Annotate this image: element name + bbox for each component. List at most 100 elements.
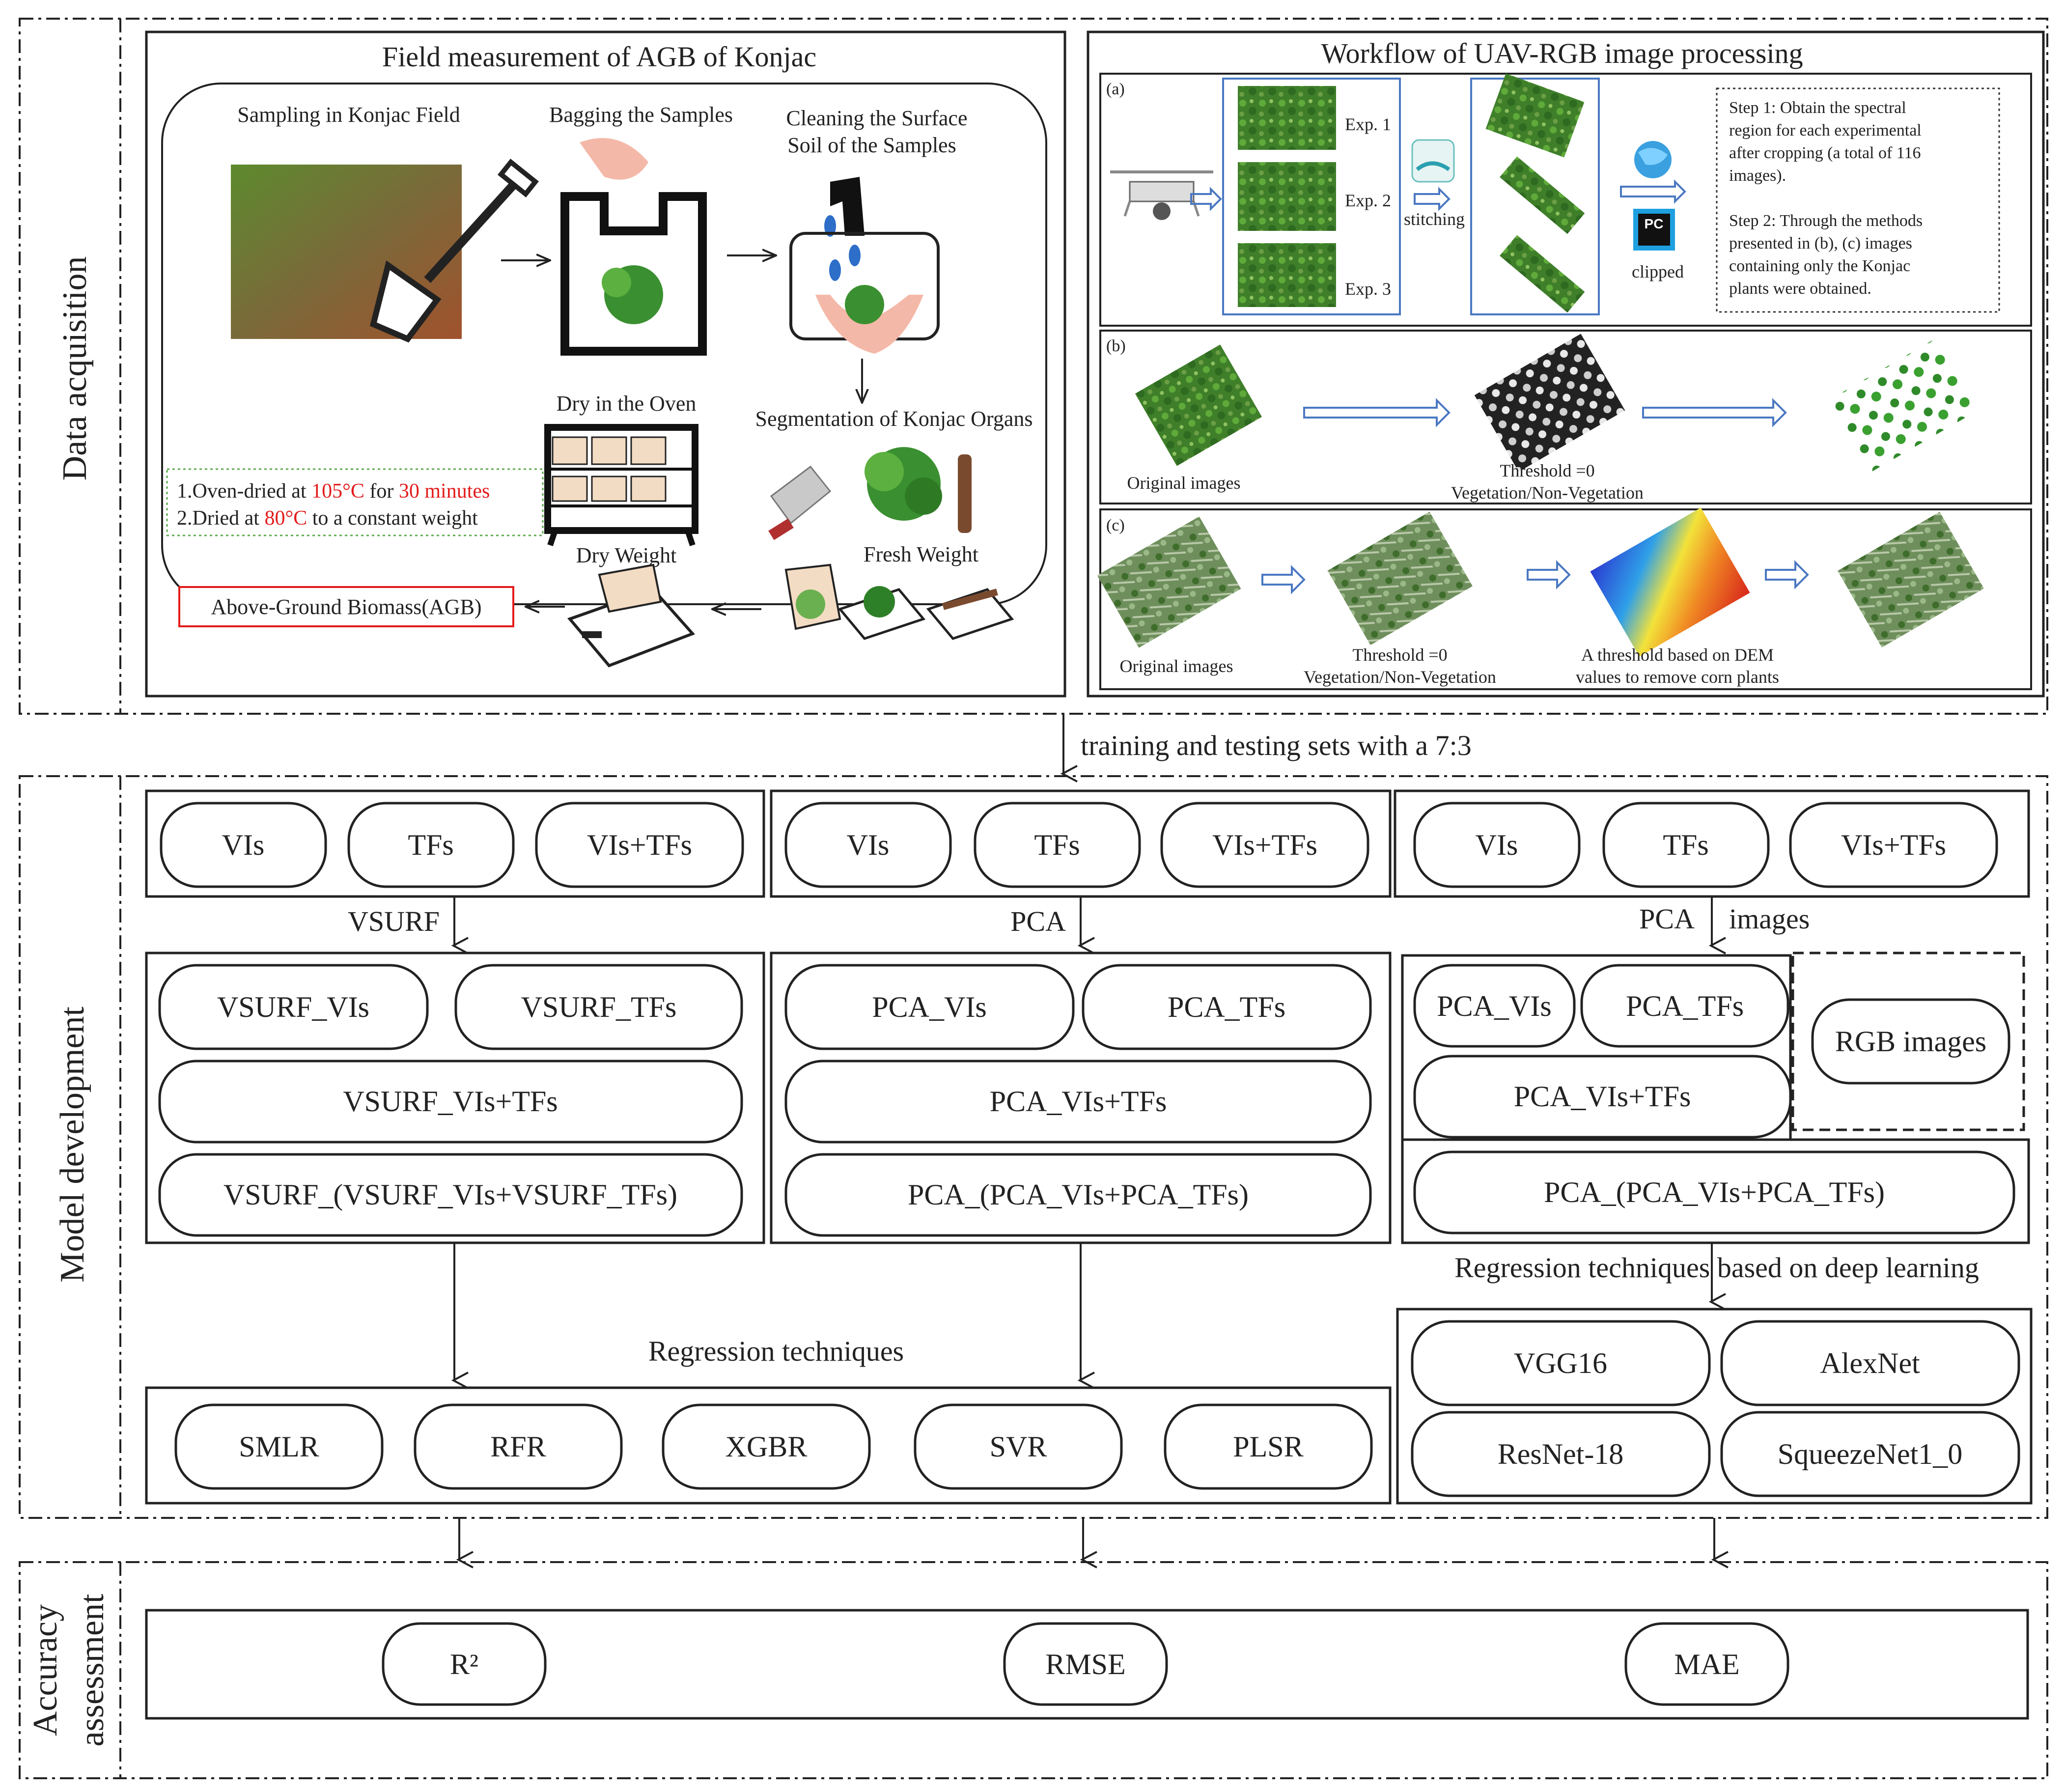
- regression-label: Regression techniques: [648, 1335, 904, 1367]
- section-label-accuracy-line-2: assessment: [73, 1594, 111, 1747]
- panel-b: [1099, 330, 2032, 504]
- split-label: training and testing sets with a 7:3: [1081, 729, 1472, 761]
- fresh-weight-label: Fresh Weight: [864, 542, 978, 566]
- col3-input-tfs: [1602, 802, 1770, 888]
- data-acquisition-frame: [19, 18, 2048, 715]
- col2-feature-pca-vis: [784, 964, 1075, 1050]
- arrow-b-1: [1303, 398, 1451, 427]
- regression-rfr-label: RFR: [490, 1430, 546, 1463]
- col1-input-tfs-label: TFs: [408, 829, 453, 861]
- steps-box: [1716, 87, 2000, 313]
- col2-feature-pca-combined: [784, 1153, 1372, 1237]
- b-threshold-label: Threshold =0: [1500, 461, 1594, 480]
- rgb-images-pill: [1811, 998, 2010, 1085]
- col1-input-vis-label: VIs: [222, 829, 265, 861]
- deep-learning-label: Regression techniques based on deep lear…: [1454, 1252, 1979, 1284]
- b-original-label: Original images: [1127, 473, 1241, 493]
- washing-icon: [789, 177, 940, 354]
- b-original-image: [1135, 344, 1262, 466]
- b-threshold-image: [1474, 334, 1625, 472]
- bagging-label: Bagging the Samples: [549, 103, 733, 127]
- col1-feature-vsurf-tfs: [454, 964, 743, 1050]
- col2-input-vis-label: VIs: [847, 829, 890, 861]
- stitching-app-icon: [1411, 139, 1455, 183]
- konjac-leaves-icon: [865, 447, 942, 521]
- panel-a: [1099, 73, 2032, 327]
- deep-vgg16-label: VGG16: [1514, 1347, 1607, 1379]
- arrow-to-clipped: [1620, 179, 1686, 204]
- dry-weight-scale-icon: [567, 563, 696, 668]
- deep-vgg16: [1411, 1320, 1711, 1406]
- col2-method-label: PCA: [1010, 905, 1066, 937]
- rgb-images-label: RGB images: [1835, 1025, 1986, 1058]
- col1-feature-vsurf-vis-tfs-label: VSURF_VIs+TFs: [343, 1085, 558, 1118]
- dem-heatmap-image: [1590, 507, 1750, 657]
- c-threshold-label: Threshold =0: [1352, 645, 1447, 665]
- bag-icon: [560, 138, 707, 356]
- b-result-image: [1829, 338, 1978, 473]
- col1-input-vis: [160, 802, 327, 888]
- stitched-plot-images: [1485, 73, 1585, 313]
- section-label-accuracy-line-1: Accuracy: [27, 1604, 64, 1736]
- dry-oven-label: Dry in the Oven: [557, 392, 697, 416]
- model-development-frame: [19, 775, 2048, 1519]
- col3-input-vis-tfs-label: VIs+TFs: [1841, 829, 1946, 861]
- col1-feature-vsurf-combined: [158, 1153, 743, 1237]
- col3-input-tfs-label: TFs: [1663, 829, 1708, 861]
- b-veg-label: Vegetation/Non-Vegetation: [1451, 483, 1644, 503]
- col2-feature-pca-vis-tfs: [784, 1060, 1372, 1144]
- col3-feature-pca-combined: [1413, 1150, 2015, 1234]
- col3-method-label: PCA: [1639, 903, 1695, 935]
- col1-feature-vsurf-combined-label: VSURF_(VSURF_VIs+VSURF_TFs): [223, 1178, 677, 1211]
- arrow-c-1: [1261, 565, 1306, 594]
- exp3-image-stack: [1238, 243, 1336, 307]
- stitching-label: stitching: [1404, 209, 1465, 229]
- stitched-images-box: [1470, 78, 1600, 315]
- col2-input-vis: [784, 802, 952, 888]
- arrow-to-stitching: [1414, 187, 1451, 211]
- col3-feature-pca-tfs: [1580, 964, 1789, 1048]
- col1-feature-vsurf-vis-tfs: [158, 1060, 743, 1144]
- exp3-label: Exp. 3: [1345, 279, 1391, 299]
- arrow-drone-to-exp: [1190, 187, 1222, 211]
- pycharm-icon-label: PC: [1645, 216, 1664, 231]
- regression-xgbr-label: XGBR: [726, 1430, 808, 1463]
- cleaver-icon: [768, 465, 832, 540]
- col3-input-vis-label: VIs: [1476, 829, 1518, 861]
- regression-rfr: [414, 1403, 623, 1490]
- regression-plsr-label: PLSR: [1233, 1430, 1303, 1463]
- section-label-model-development: Model development: [54, 1007, 91, 1283]
- c-veg-label: Vegetation/Non-Vegetation: [1304, 667, 1496, 687]
- col1-feature-vsurf-vis-label: VSURF_VIs: [217, 991, 369, 1023]
- deep-resnet18: [1411, 1411, 1711, 1497]
- col1-input-vis-tfs: [535, 802, 744, 888]
- col2-input-tfs: [974, 802, 1141, 888]
- col1-input-vis-tfs-label: VIs+TFs: [587, 829, 692, 861]
- sampling-label: Sampling in Konjac Field: [237, 103, 460, 127]
- col3-feature-pca-vis-tfs-label: PCA_VIs+TFs: [1514, 1080, 1691, 1113]
- field-process-frame: [161, 83, 1047, 605]
- cleaning-label-line-2: Soil of the Samples: [787, 133, 956, 157]
- arrow-c-3: [1765, 560, 1809, 589]
- metric-rmse-label: RMSE: [1045, 1648, 1125, 1680]
- col3-input-vis-tfs: [1789, 802, 1998, 888]
- col2-feature-pca-tfs: [1082, 964, 1372, 1050]
- col2-input-vis-tfs: [1160, 802, 1369, 888]
- regression-svr: [914, 1403, 1123, 1490]
- col3-feature-pca-tfs-label: PCA_TFs: [1626, 990, 1744, 1022]
- agb-result-box: [178, 586, 514, 627]
- col2-feature-pca-tfs-label: PCA_TFs: [1168, 991, 1285, 1023]
- metric-r2: [382, 1622, 547, 1706]
- col2-input-vis-tfs-label: VIs+TFs: [1212, 829, 1317, 861]
- panel-a-label: (a): [1106, 80, 1125, 98]
- regression-xgbr: [662, 1403, 871, 1490]
- col3-feature-pca-vis-label: PCA_VIs: [1437, 990, 1551, 1022]
- col1-method-label: VSURF: [348, 905, 440, 937]
- exp2-image-stack: [1238, 162, 1336, 231]
- deep-resnet18-label: ResNet-18: [1498, 1438, 1624, 1470]
- oven-note-line-1: 1.Oven-dried at 105°C for 30 minutes: [177, 480, 490, 503]
- col2-feature-pca-vis-label: PCA_VIs: [872, 991, 986, 1023]
- steps-text: Step 1: Obtain the spectral region for e…: [1729, 99, 1927, 298]
- panel-c-label: (c): [1106, 516, 1125, 534]
- col3-feature-pca-combined-label: PCA_(PCA_VIs+PCA_TFs): [1544, 1176, 1885, 1208]
